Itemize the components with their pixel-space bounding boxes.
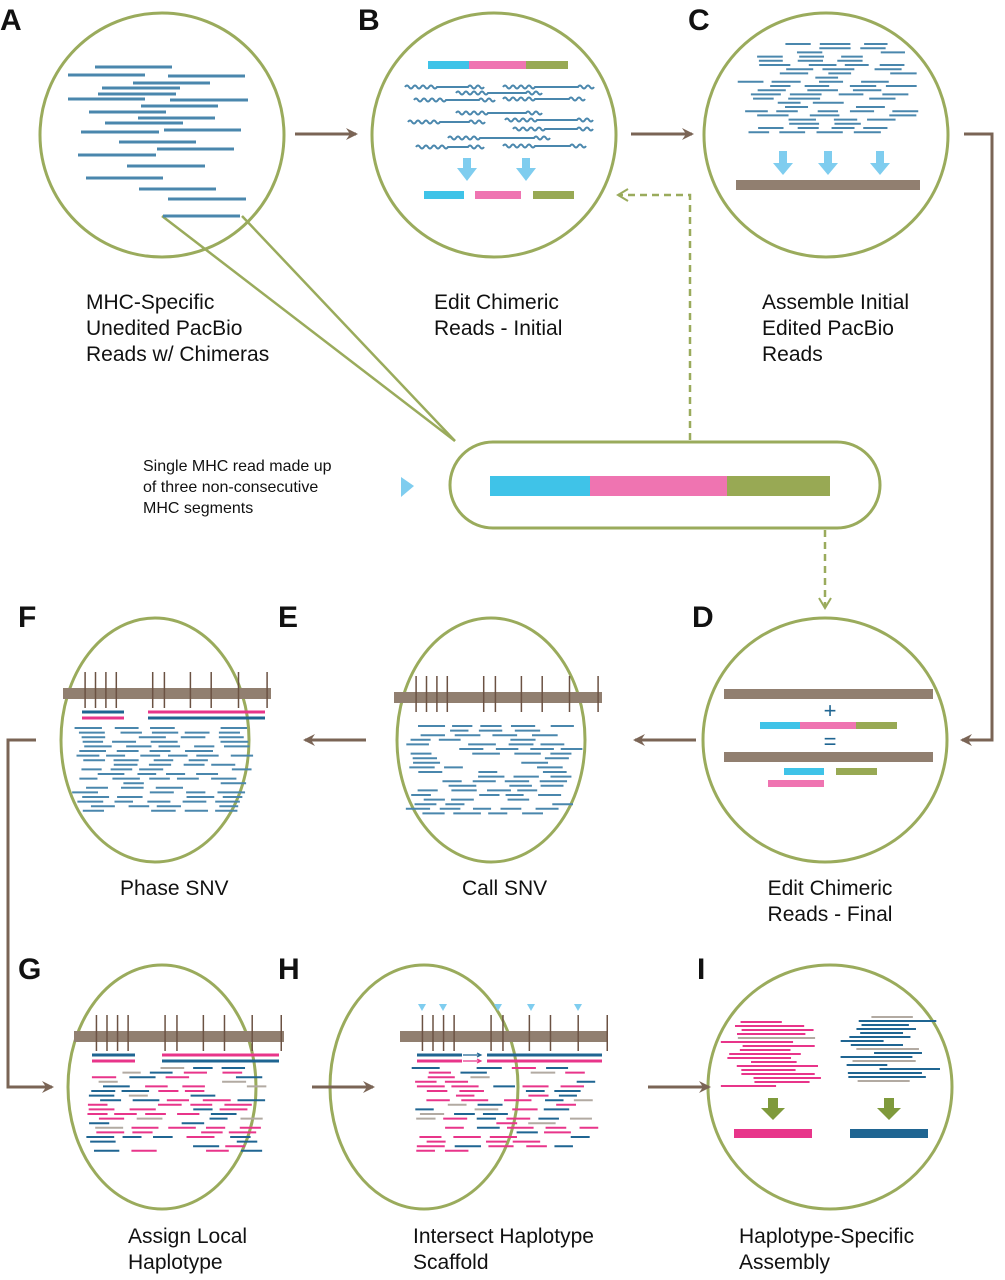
- reference-bar: [400, 1031, 608, 1042]
- reference-bar: [394, 692, 602, 703]
- circle-panel-b: [370, 11, 618, 259]
- plus-sign: +: [824, 698, 837, 723]
- panel-letter-h: H: [278, 953, 300, 986]
- segment-cyan: [490, 476, 590, 496]
- segment-pink: [475, 191, 521, 199]
- segment-green: [526, 61, 568, 69]
- caption-d: Edit Chimeric Reads - Final: [767, 877, 893, 926]
- panel-f-phase-snv: [63, 672, 271, 812]
- down-arrow-icon: [457, 158, 477, 181]
- chimeric-read: [404, 84, 485, 90]
- chimeric-read: [504, 117, 594, 123]
- caption-a: MHC-Specific Unedited PacBio Reads w/ Ch…: [86, 291, 270, 366]
- caption-c: Assemble Initial Edited PacBio Reads: [762, 291, 910, 366]
- circle-panel-e: [395, 616, 587, 864]
- chimeric-read: [415, 144, 485, 150]
- reference-bar: [74, 1031, 284, 1042]
- link-arrow-icon: [463, 1058, 483, 1064]
- assembly-bar-pink: [734, 1129, 812, 1138]
- down-arrow-icon: [773, 151, 793, 175]
- panel-c-assemble: [736, 43, 920, 190]
- segment-green: [836, 768, 877, 775]
- dashed-arrow-to-b: [616, 188, 692, 440]
- snv-marker-icon: [574, 1004, 582, 1011]
- panel-letter-e: E: [278, 601, 299, 634]
- caption-i: Haplotype-Specific Assembly: [739, 1225, 915, 1274]
- caption-b: Edit Chimeric Reads - Initial: [434, 291, 563, 340]
- circle-panel-f: [59, 616, 251, 864]
- zoom-callout-lines: [161, 215, 456, 442]
- circle-panel-c: [702, 11, 950, 259]
- chimeric-read: [455, 90, 543, 96]
- equals-sign: =: [824, 729, 837, 754]
- reference-bar: [724, 752, 933, 762]
- snv-marker-icon: [418, 1004, 426, 1011]
- panel-b-edit: [404, 61, 595, 199]
- chimeric-read: [455, 110, 543, 116]
- chimeric-read: [502, 143, 587, 149]
- assembly-bar-blue: [850, 1129, 928, 1138]
- panel-g-assign-haplotype: [74, 1015, 284, 1152]
- panel-i-assembly: [720, 1016, 940, 1138]
- link-arrow-icon: [463, 1052, 483, 1058]
- caption-h: Intersect Haplotype Scaffold: [413, 1225, 594, 1274]
- segment-cyan: [428, 61, 469, 69]
- chimeric-read: [407, 119, 486, 125]
- callout-text: Single MHC read made up of three non-con…: [143, 458, 332, 517]
- down-arrow-icon: [761, 1098, 785, 1120]
- segment-green: [856, 722, 897, 729]
- segment-cyan: [784, 768, 824, 775]
- reference-bar: [736, 180, 920, 190]
- snv-marker-icon: [494, 1004, 502, 1011]
- reference-bar: [724, 689, 933, 699]
- chimeric-read: [512, 126, 594, 132]
- segment-pink: [768, 780, 824, 787]
- chimeric-read: [413, 97, 496, 103]
- panel-h-intersect-scaffold: [400, 1004, 608, 1152]
- panel-letter-i: I: [697, 953, 706, 986]
- panel-letter-a: A: [0, 4, 22, 37]
- segment-cyan: [760, 722, 800, 729]
- segment-pink: [800, 722, 856, 729]
- reference-bar: [63, 688, 271, 699]
- segment-pink: [469, 61, 526, 69]
- chimeric-read: [447, 135, 551, 141]
- caption-f: Phase SNV: [120, 877, 229, 900]
- panel-letter-c: C: [688, 4, 710, 37]
- circle-panel-d: [701, 616, 949, 864]
- arrow-f-to-g: [6, 738, 54, 1093]
- circle-panel-a: [38, 11, 286, 259]
- segment-pink: [590, 476, 727, 496]
- down-arrow-icon: [877, 1098, 901, 1120]
- chimeric-read: [502, 96, 586, 102]
- panel-a-reads: [68, 65, 248, 218]
- segment-green: [727, 476, 830, 496]
- chimeric-read: [502, 84, 595, 90]
- snv-marker-icon: [527, 1004, 535, 1011]
- panel-letter-d: D: [692, 601, 714, 634]
- panel-letter-b: B: [358, 4, 380, 37]
- arrow-c-to-d: [960, 132, 994, 746]
- segment-green: [533, 191, 574, 199]
- down-arrow-icon: [818, 151, 838, 175]
- panel-d-edit-final: [724, 689, 933, 787]
- snv-marker-icon: [439, 1004, 447, 1011]
- segment-cyan: [424, 191, 464, 199]
- single-read-callout: [401, 440, 882, 530]
- down-arrow-icon: [870, 151, 890, 175]
- panel-letter-f: F: [18, 601, 37, 634]
- panel-e-call-snv: [394, 676, 602, 815]
- panel-letter-g: G: [18, 953, 42, 986]
- caption-e: Call SNV: [462, 877, 548, 900]
- down-arrow-icon: [516, 158, 536, 181]
- pointer-triangle-icon: [401, 477, 414, 497]
- caption-g: Assign Local Haplotype: [128, 1225, 248, 1274]
